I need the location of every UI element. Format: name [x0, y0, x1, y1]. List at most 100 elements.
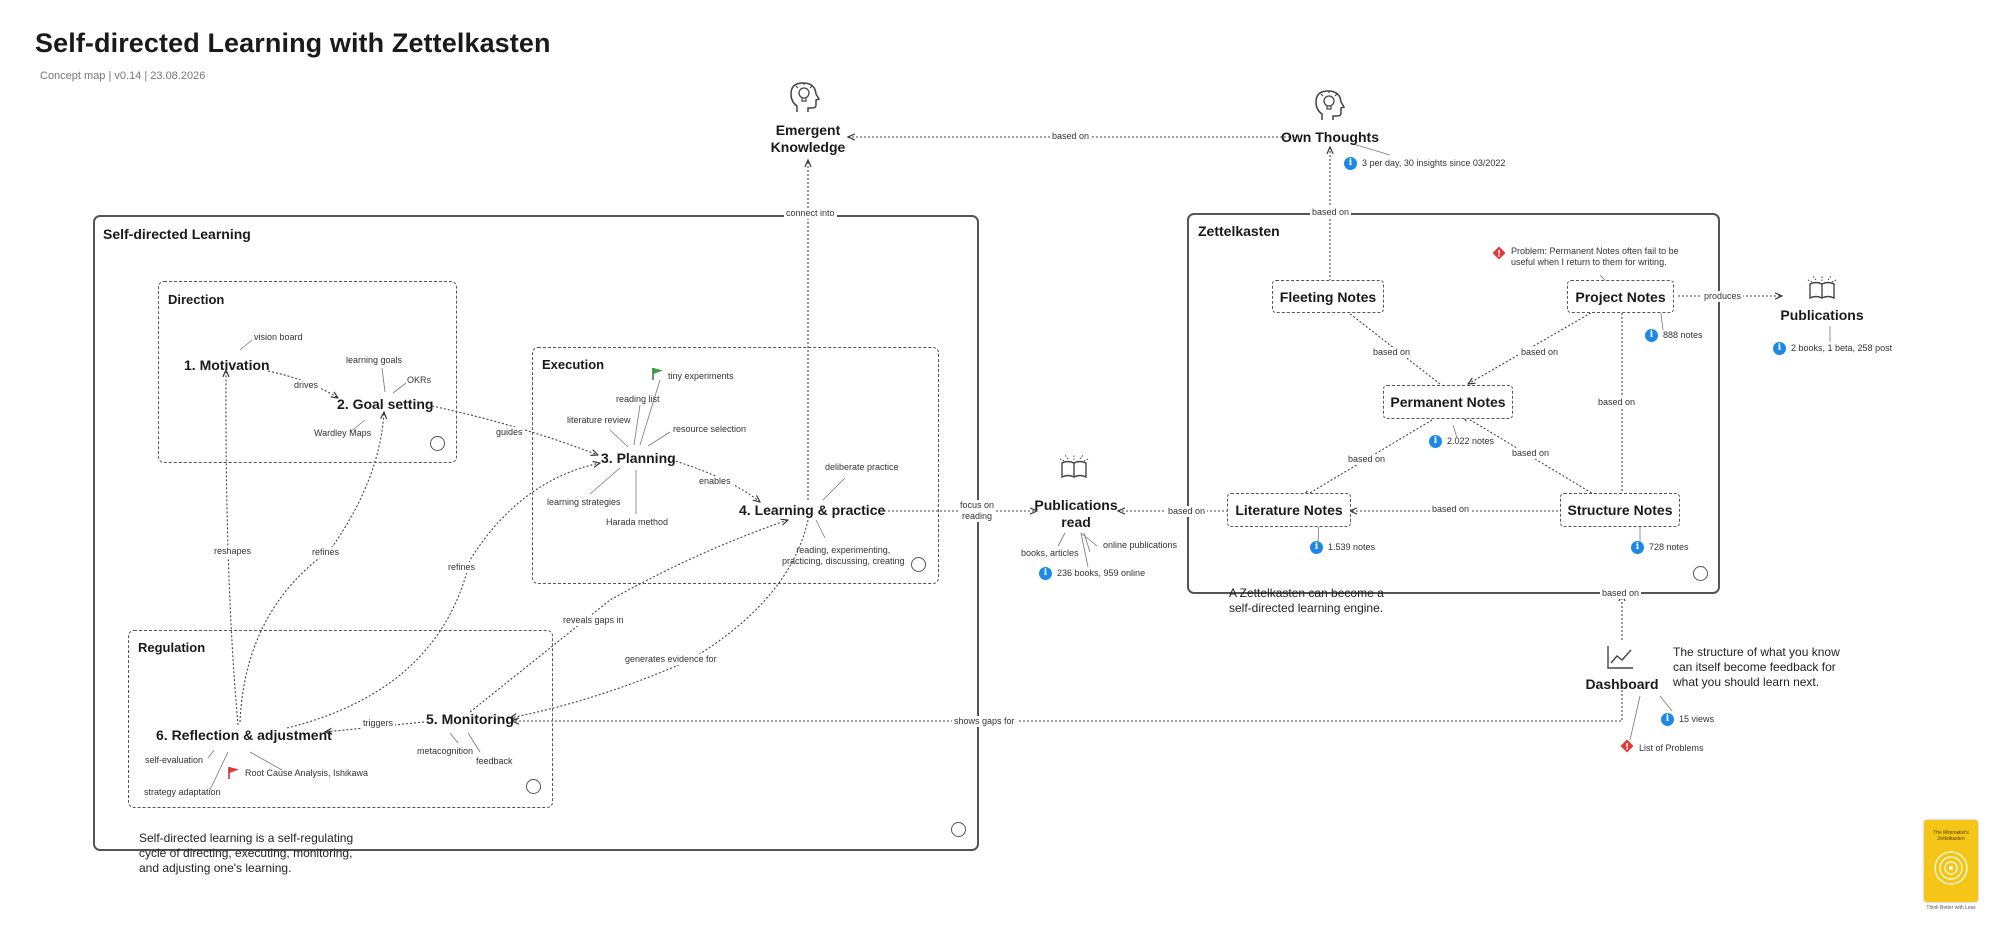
edge-label-drives: drives [292, 380, 321, 391]
attr-strategy-adaptation: strategy adaptation [144, 787, 221, 797]
edge-label-based-on: based on [1600, 588, 1642, 599]
problem-permanent-notes: ! Problem: Permanent Notes often fail to… [1492, 246, 1679, 268]
collapse-circle-icon[interactable] [1693, 566, 1708, 581]
attr-resource-selection: resource selection [673, 424, 747, 434]
line-chart-icon [1606, 644, 1634, 670]
metric-publications: i 2 books, 1 beta, 258 post [1773, 342, 1892, 355]
attr-metacognition: metacognition [417, 746, 474, 756]
node-publications-read[interactable]: Publications read [1034, 497, 1118, 530]
node-monitoring[interactable]: 5. Monitoring [426, 711, 514, 727]
node-dashboard[interactable]: Dashboard [1585, 676, 1659, 692]
info-icon: i [1661, 713, 1674, 726]
info-icon: i [1645, 329, 1658, 342]
node-publications[interactable]: Publications [1780, 307, 1864, 323]
group-title-execution: Execution [542, 357, 605, 372]
edge-label-based-on: based on [1166, 506, 1208, 517]
node-own-thoughts[interactable]: Own Thoughts [1281, 129, 1379, 145]
head-lightbulb-icon [788, 80, 820, 114]
frame-zettelkasten[interactable] [1187, 213, 1720, 594]
edge-label-refines: refines [446, 562, 478, 573]
metric-publications-read: i 236 books, 959 online [1039, 567, 1145, 580]
group-title-regulation: Regulation [138, 640, 206, 655]
edge-label-enables: enables [697, 476, 733, 487]
attr-reading-list: reading list [616, 394, 660, 404]
edge-label-reshapes: reshapes [212, 546, 254, 557]
frame-title-sdl: Self-directed Learning [103, 226, 251, 242]
collapse-circle-icon[interactable] [911, 557, 926, 572]
attr-feedback: feedback [476, 756, 513, 766]
collapse-circle-icon[interactable] [526, 779, 541, 794]
edge-label-connect-into: connect into [784, 208, 837, 219]
edge-label-based-on: based on [1310, 207, 1352, 218]
book-cover-title: The Minimalist's Zettelkasten [1933, 830, 1969, 842]
edge-label-based-on: based on [1371, 347, 1413, 358]
node-permanent-notes[interactable]: Permanent Notes [1383, 385, 1513, 419]
book-cover[interactable]: The Minimalist's Zettelkasten [1924, 820, 1978, 902]
edge-label-shows-gaps: shows gaps for [952, 716, 1017, 727]
page-title: Self-directed Learning with Zettelkasten [35, 28, 551, 58]
node-goal-setting[interactable]: 2. Goal setting [337, 396, 434, 412]
attr-self-evaluation: self-evaluation [145, 755, 204, 765]
frame-self-directed-learning[interactable] [93, 215, 979, 851]
metric-literature-notes: i 1.539 notes [1310, 541, 1375, 554]
attr-literature-review: literature review [567, 415, 631, 425]
node-structure-notes[interactable]: Structure Notes [1560, 493, 1680, 527]
frame-title-zettelkasten: Zettelkasten [1198, 223, 1280, 239]
edge-label-based-on: based on [1519, 347, 1561, 358]
node-project-notes[interactable]: Project Notes [1567, 280, 1674, 313]
attr-vision-board: vision board [254, 332, 303, 342]
metric-permanent-notes: i 2.022 notes [1429, 435, 1494, 448]
problem-diamond-icon: ! [1492, 246, 1506, 265]
attr-deliberate-practice: deliberate practice [825, 462, 899, 472]
info-icon: i [1344, 157, 1357, 170]
flag-icon [652, 367, 664, 381]
head-lightbulb-icon [1313, 88, 1345, 122]
node-literature-notes[interactable]: Literature Notes [1227, 493, 1351, 527]
open-book-icon [1059, 453, 1089, 481]
group-direction[interactable] [158, 281, 457, 463]
node-motivation[interactable]: 1. Motivation [184, 357, 270, 373]
collapse-circle-icon[interactable] [951, 822, 966, 837]
edge-label-reveals-gaps: reveals gaps in [561, 615, 626, 626]
info-icon: i [1039, 567, 1052, 580]
metric-dashboard: i 15 views [1661, 713, 1714, 726]
node-reflection-adjustment[interactable]: 6. Reflection & adjustment [156, 727, 332, 743]
edge-label-based-on: based on [1430, 504, 1472, 515]
note-dashboard: The structure of what you know can itsel… [1673, 645, 1840, 689]
edge-label-based-on: based on [1596, 397, 1638, 408]
info-icon: i [1310, 541, 1323, 554]
edge-label-focus-on-reading: focus on reading [958, 500, 997, 522]
note-sdl: Self-directed learning is a self-regulat… [139, 831, 354, 875]
problem-diamond-icon: ! [1620, 739, 1634, 758]
node-fleeting-notes[interactable]: Fleeting Notes [1272, 280, 1384, 313]
node-planning[interactable]: 3. Planning [601, 450, 676, 466]
attr-learning-strategies: learning strategies [547, 497, 621, 507]
node-learning-practice[interactable]: 4. Learning & practice [739, 502, 886, 518]
attr-wardley-maps: Wardley Maps [314, 428, 372, 438]
edge-label-based-on: based on [1050, 131, 1092, 142]
info-icon: i [1429, 435, 1442, 448]
flag-icon [228, 766, 240, 780]
group-regulation[interactable] [128, 630, 553, 808]
problem-dashboard: ! List of Problems [1620, 739, 1704, 758]
metric-own-thoughts: i 3 per day, 30 insights since 03/2022 [1344, 157, 1505, 170]
attr-online-publications: online publications [1103, 540, 1178, 550]
metric-structure-notes: i 728 notes [1631, 541, 1689, 554]
page-subtitle: Concept map | v0.14 | 23.08.2026 [40, 70, 206, 82]
attr-books-articles: books, articles [1021, 548, 1079, 558]
collapse-circle-icon[interactable] [430, 436, 445, 451]
edge-label-refines: refines [310, 547, 342, 558]
metric-project-notes: i 888 notes [1645, 329, 1703, 342]
attr-okrs: OKRs [407, 375, 432, 385]
open-book-icon [1807, 274, 1837, 302]
group-execution[interactable] [532, 347, 939, 584]
edge-label-guides: guides [494, 427, 525, 438]
edge-label-based-on: based on [1346, 454, 1388, 465]
node-emergent-knowledge[interactable]: Emergent Knowledge [770, 122, 846, 155]
svg-text:!: ! [1625, 743, 1629, 753]
group-title-direction: Direction [168, 292, 225, 307]
book-caption: Think Better with Less [1926, 905, 1976, 911]
edge-label-based-on: based on [1510, 448, 1552, 459]
attr-harada-method: Harada method [606, 517, 669, 527]
attr-root-cause: Root Cause Analysis, Ishikawa [245, 768, 369, 778]
